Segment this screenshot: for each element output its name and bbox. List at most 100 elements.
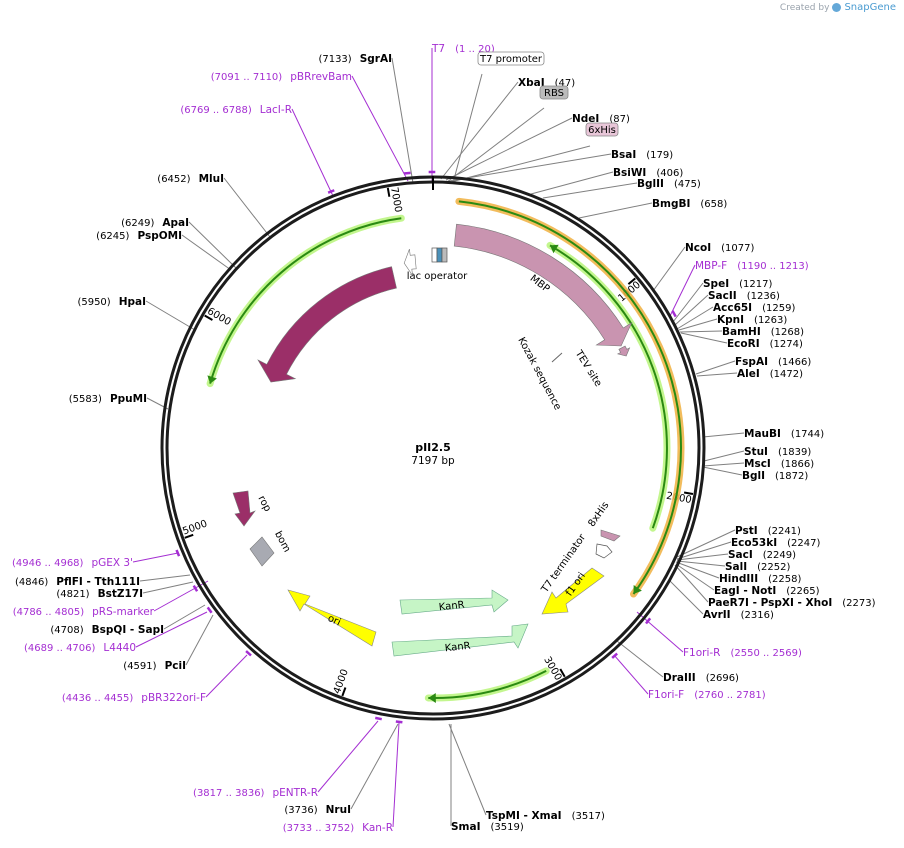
site-pos-bgli: (1872): [775, 471, 808, 482]
site-label-hpai: (5950)HpaI: [77, 296, 146, 308]
site-label-sgrai: (7133)SgrAI: [318, 53, 392, 65]
connector-hindiii: [675, 561, 720, 579]
site-pos-avrii: (2316): [741, 610, 774, 621]
site-name-nrui: NruI: [326, 804, 351, 816]
site-pos-sacii: (1236): [747, 291, 780, 302]
kozak-sequence-mark: [551, 352, 563, 363]
tick-mark: [683, 491, 694, 496]
site-pos-paer7i-pspxi-xhoi: (2273): [842, 598, 875, 609]
site-name-bmgbi: BmgBI: [652, 198, 690, 210]
site-label-ppumi: (5583)PpuMI: [69, 393, 147, 405]
connector-xbai: [440, 81, 519, 180]
site-pos-draiii: (2696): [706, 673, 739, 684]
connector-bglii: [542, 182, 638, 199]
site-label-kpni: KpnI (1263): [717, 314, 787, 326]
site-label-tspmi-xmai: TspMI - XmaI(3517): [486, 810, 605, 822]
site-name-sgrai: SgrAI: [360, 53, 392, 65]
site-name-apai: ApaI: [162, 217, 189, 229]
site-label-pgex-3: (4946 .. 4968) pGEX 3': [12, 557, 133, 569]
site-pos-pbrrevbam: (7091 .. 7110): [211, 72, 283, 83]
site-pos-kpni: (1263): [754, 315, 787, 326]
site-label-pcii: (4591)PciI: [123, 660, 186, 672]
site-pos-pbr322ori-f: (4436 .. 4455): [62, 693, 134, 704]
mbp-orf-outer-head: [633, 585, 642, 594]
connector-pentr-r: [317, 720, 379, 793]
site-name-pgex-3: pGEX 3': [91, 557, 133, 569]
mbp-arrow: [453, 223, 633, 347]
site-label-ndei: NdeI(87): [572, 113, 630, 125]
tick-mark: [559, 668, 566, 678]
primer-mark-pbrrevbam: [403, 171, 411, 175]
site-name-prs-marker: pRS-marker: [92, 606, 155, 618]
connector-tspmi-xmai: [448, 723, 487, 816]
tick-mark: [341, 687, 347, 697]
site-label-nrui: (3736)NruI: [284, 804, 351, 816]
site-name-kpni: KpnI: [717, 314, 744, 326]
site-name-msci: MscI: [744, 458, 771, 470]
site-pos-pgex-3: (4946 .. 4968): [12, 558, 84, 569]
site-label-pentr-r: (3817 .. 3836)pENTR-R: [193, 787, 318, 799]
site-label-bmgbi: BmgBI (658): [652, 198, 727, 210]
site-pos-hpai: (5950): [77, 297, 110, 308]
connector-ndei: [445, 117, 573, 181]
site-name-bsai: BsaI: [611, 149, 636, 161]
kanr-arrow-2: [391, 623, 529, 657]
site-name-tspmi-xmai: TspMI - XmaI: [486, 810, 562, 822]
connector-mlui: [223, 177, 271, 238]
site-label-msci: MscI(1866): [744, 458, 814, 470]
kanr-label: KanR: [444, 641, 471, 655]
connector-nrui: [350, 723, 399, 810]
credit-brand: SnapGene: [844, 2, 896, 13]
site-label-spei: SpeI(1217): [703, 278, 772, 290]
site-name-fspai: FspAI: [735, 356, 768, 368]
site-pos-acc65i: (1259): [762, 303, 795, 314]
site-pos-hindiii: (2258): [768, 574, 801, 585]
site-label-bgli: BglI(1872): [742, 470, 808, 482]
site-pos-laci-r: (6769 .. 6788): [180, 105, 252, 116]
orf-arcs: [206, 197, 685, 703]
site-name-pflfi-tth111i: PflFI - Tth111I: [56, 576, 140, 588]
site-name-saci: SacI: [728, 549, 753, 561]
site-pos-bamhi: (1268): [771, 327, 804, 338]
connector-draiii: [616, 640, 664, 678]
bom-label: bom: [272, 529, 292, 554]
connector-sgrai: [391, 57, 414, 184]
boxed-label-rbs: [539, 85, 569, 100]
site-pos-prs-marker: (4786 .. 4805): [13, 607, 85, 618]
mbp-orf-outer: [458, 200, 682, 595]
boxed-label-text-6xhis: 6xHis: [588, 125, 616, 136]
site-pos-smai: (3519): [491, 822, 524, 833]
site-pos-bsai: (179): [646, 150, 673, 161]
site-pos-bmgbi: (658): [700, 199, 727, 210]
tick-mark: [184, 533, 194, 539]
site-label-xbai: XbaI(47): [518, 77, 575, 89]
site-label-psti: PstI(2241): [735, 525, 801, 537]
bom-box: [249, 536, 275, 567]
site-pos-ndei: (87): [609, 114, 630, 125]
site-name-laci-r: LacI-R: [260, 104, 292, 116]
site-name-mbp-f: MBP-F: [695, 260, 727, 272]
site-pos-mbp-f: (1190 .. 1213): [737, 261, 809, 272]
site-name-pbr322ori-f: pBR322ori-F: [141, 692, 206, 704]
plasmid-size: 7197 bp: [411, 455, 455, 467]
site-label-fspai: FspAI(1466): [735, 356, 811, 368]
site-label-bglii: BglII(475): [637, 178, 701, 190]
tev-site-arrow: [616, 345, 631, 357]
connector-pgex-3: [132, 552, 179, 563]
tick-label: 7000: [388, 186, 403, 213]
connector-paer7i-pspxi-xhoi: [674, 564, 709, 603]
site-name-xbai: XbaI: [518, 77, 545, 89]
site-name-pcii: PciI: [165, 660, 186, 672]
site-pos-bspqi-sapi: (4708): [50, 625, 83, 636]
site-pos-spei: (1217): [739, 279, 772, 290]
boxed-label-t7-promoter: [477, 51, 545, 66]
site-pos-maubi: (1744): [791, 429, 824, 440]
connector-rbs: [446, 107, 545, 183]
lac-operator-box-1: [431, 247, 438, 263]
connector-laci-r: [291, 108, 334, 197]
connector-kpni: [678, 318, 718, 331]
site-pos-psti: (2241): [768, 526, 801, 537]
site-pos-ppumi: (5583): [69, 394, 102, 405]
site-label-mbp-f: MBP-F (1190 .. 1213): [695, 260, 809, 272]
